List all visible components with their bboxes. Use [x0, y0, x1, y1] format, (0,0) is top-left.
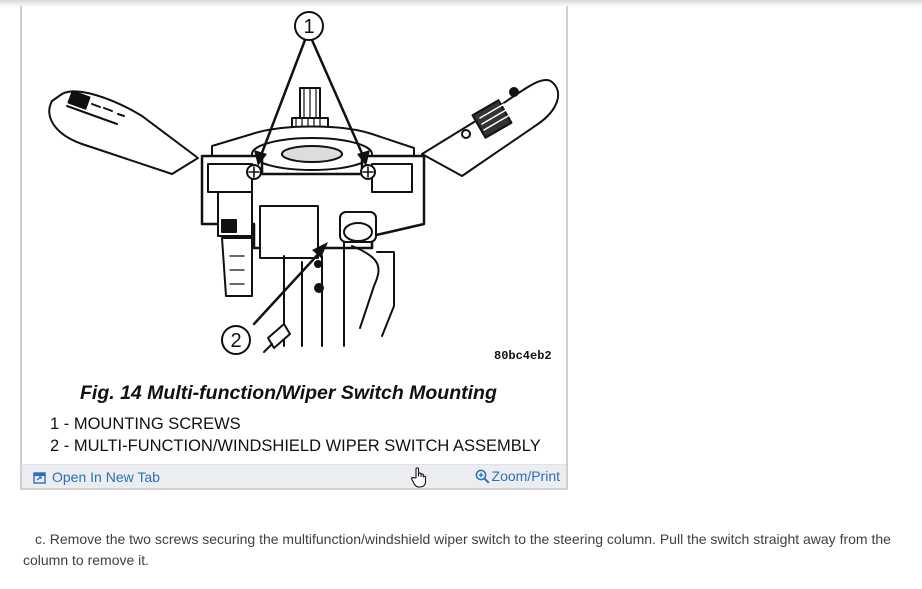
- open-in-new-tab-icon: [33, 471, 46, 484]
- zoom-in-icon: [475, 469, 490, 484]
- figure-card: 1 2 80bc4eb2 Fig. 14 Multi-function/Wipe…: [20, 6, 568, 490]
- wiper-switch-diagram[interactable]: 1 2 80bc4eb2 Fig. 14 Multi-function/Wipe…: [22, 6, 566, 464]
- hand-pointer-cursor-icon: [410, 466, 428, 488]
- image-code: 80bc4eb2: [494, 349, 552, 363]
- zoom-print-link[interactable]: Zoom/Print: [475, 468, 560, 484]
- callout-1-number: 1: [303, 16, 314, 38]
- legend-item-1: 1 - MOUNTING SCREWS: [50, 415, 241, 433]
- callout-2-number: 2: [230, 330, 241, 352]
- open-in-new-tab-link[interactable]: Open In New Tab: [33, 469, 160, 485]
- zoom-print-label: Zoom/Print: [491, 468, 560, 484]
- figure-footer-bar: Open In New Tab Zoom/Print: [22, 464, 566, 488]
- diagram-drawing: 1 2: [48, 11, 560, 355]
- instruction-step-c: c. Remove the two screws securing the mu…: [23, 529, 903, 571]
- figure-title: Fig. 14 Multi-function/Wiper Switch Moun…: [80, 382, 497, 404]
- top-shadow: [0, 0, 922, 8]
- instruction-step-c-text: c. Remove the two screws securing the mu…: [23, 531, 891, 568]
- open-in-new-tab-label: Open In New Tab: [52, 469, 160, 485]
- legend-item-2: 2 - MULTI-FUNCTION/WINDSHIELD WIPER SWIT…: [50, 437, 541, 455]
